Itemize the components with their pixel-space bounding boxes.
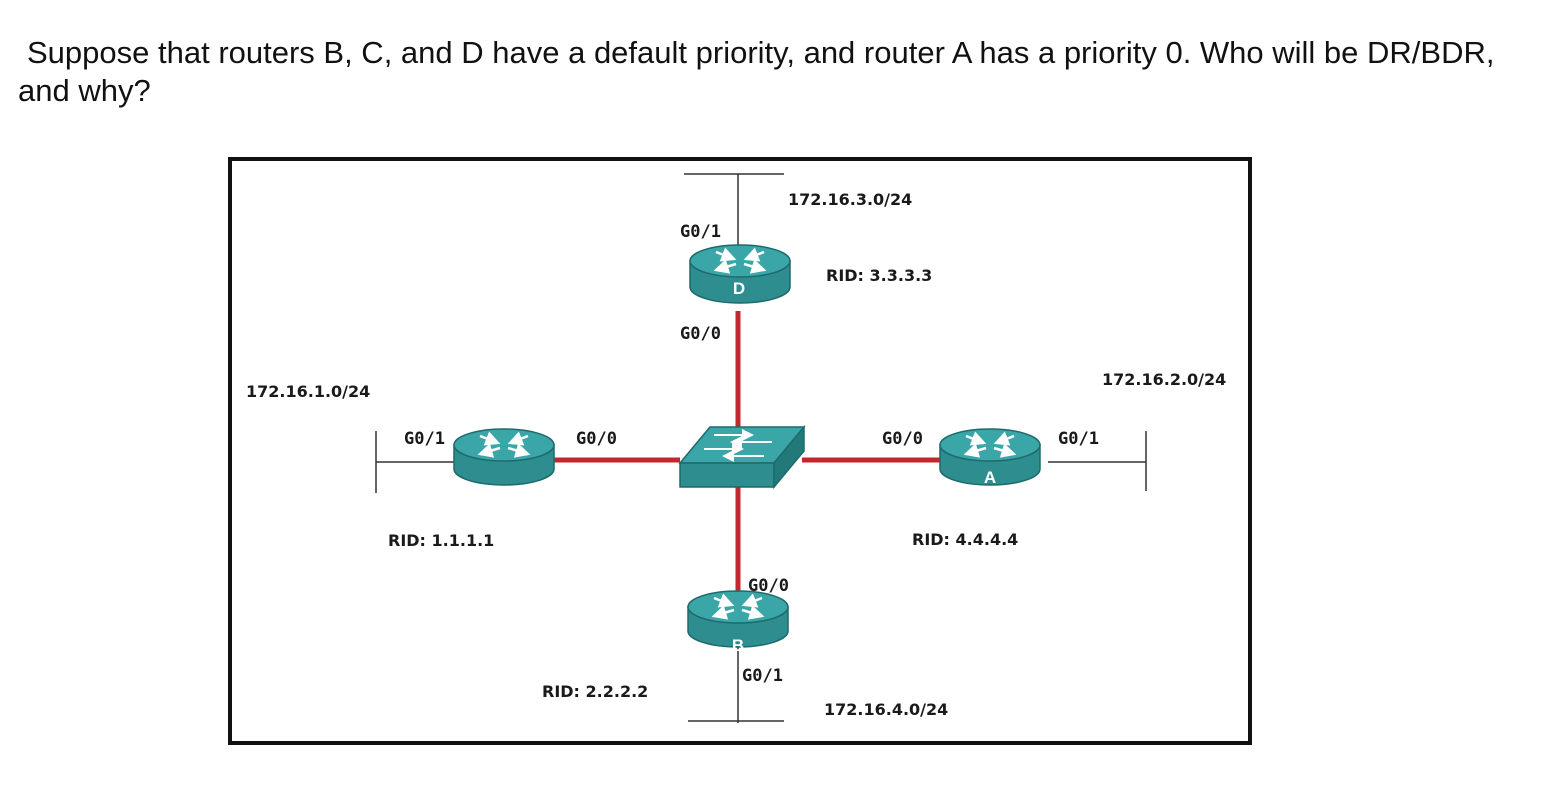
network-diagram: D A B 172.16.1.0/24 172.16.3.0/24 172.16… [228, 157, 1252, 745]
topology-canvas: D A B 172.16.1.0/24 172.16.3.0/24 172.16… [246, 173, 1226, 723]
port-b-lan: G0/1 [742, 666, 783, 686]
router-d-letter: D [733, 279, 745, 298]
port-left-lan: G0/1 [404, 429, 445, 449]
port-b-switch: G0/0 [748, 576, 789, 596]
port-a-switch: G0/0 [882, 429, 923, 449]
port-d-lan: G0/1 [680, 222, 721, 242]
port-a-lan: G0/1 [1058, 429, 1099, 449]
question-text: Suppose that routers B, C, and D have a … [18, 35, 1495, 108]
port-left-switch: G0/0 [576, 429, 617, 449]
router-left-icon [453, 428, 555, 486]
lan-segment-bottom [688, 647, 784, 723]
rid-d-label: RID: 3.3.3.3 [826, 266, 932, 285]
lan-segment-top [684, 173, 784, 257]
network-left-label: 172.16.1.0/24 [246, 382, 370, 401]
router-a-letter: A [984, 468, 996, 487]
switch-icon [678, 424, 806, 490]
router-b-icon: B [687, 590, 789, 655]
router-b-letter: B [732, 636, 744, 655]
rid-a-label: RID: 4.4.4.4 [912, 530, 1018, 549]
lan-segment-right [1048, 431, 1147, 491]
ethernet-links [554, 311, 942, 599]
rid-left-label: RID: 1.1.1.1 [388, 531, 494, 550]
router-d-icon: D [689, 244, 791, 304]
router-a-icon: A [939, 428, 1041, 487]
rid-b-label: RID: 2.2.2.2 [542, 682, 648, 701]
port-d-switch: G0/0 [680, 324, 721, 344]
network-bottom-label: 172.16.4.0/24 [824, 700, 948, 719]
network-right-label: 172.16.2.0/24 [1102, 370, 1226, 389]
lan-segment-left [375, 431, 460, 493]
network-top-label: 172.16.3.0/24 [788, 190, 912, 209]
